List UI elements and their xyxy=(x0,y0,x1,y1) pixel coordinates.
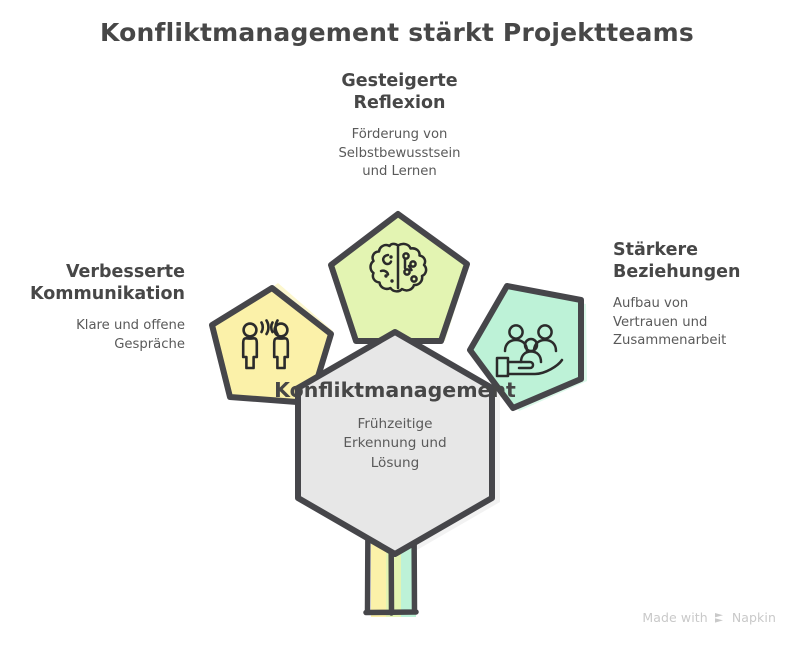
brain-icon xyxy=(369,242,428,293)
watermark-text: Made with xyxy=(642,610,708,625)
napkin-chevrons-icon xyxy=(713,611,727,625)
page-title: Konfliktmanagement stärkt Projektteams xyxy=(100,18,694,47)
two-people-talking-icon xyxy=(241,319,290,370)
napkin-watermark: Made with Napkin xyxy=(642,610,776,625)
branch-node-kommunikation[interactable] xyxy=(209,285,334,406)
branch-node-beziehungen[interactable] xyxy=(467,283,584,411)
left-pentagon-shape xyxy=(209,285,334,406)
branch-node-reflexion[interactable] xyxy=(328,211,470,344)
center-node-title: Konfliktmanagement xyxy=(274,378,516,402)
center-hexagon-shape xyxy=(295,329,495,557)
center-node-konfliktmanagement[interactable] xyxy=(295,329,495,557)
hand-holding-people-icon xyxy=(495,324,564,378)
watermark-brand: Napkin xyxy=(731,610,776,625)
stem-outline xyxy=(363,509,419,616)
